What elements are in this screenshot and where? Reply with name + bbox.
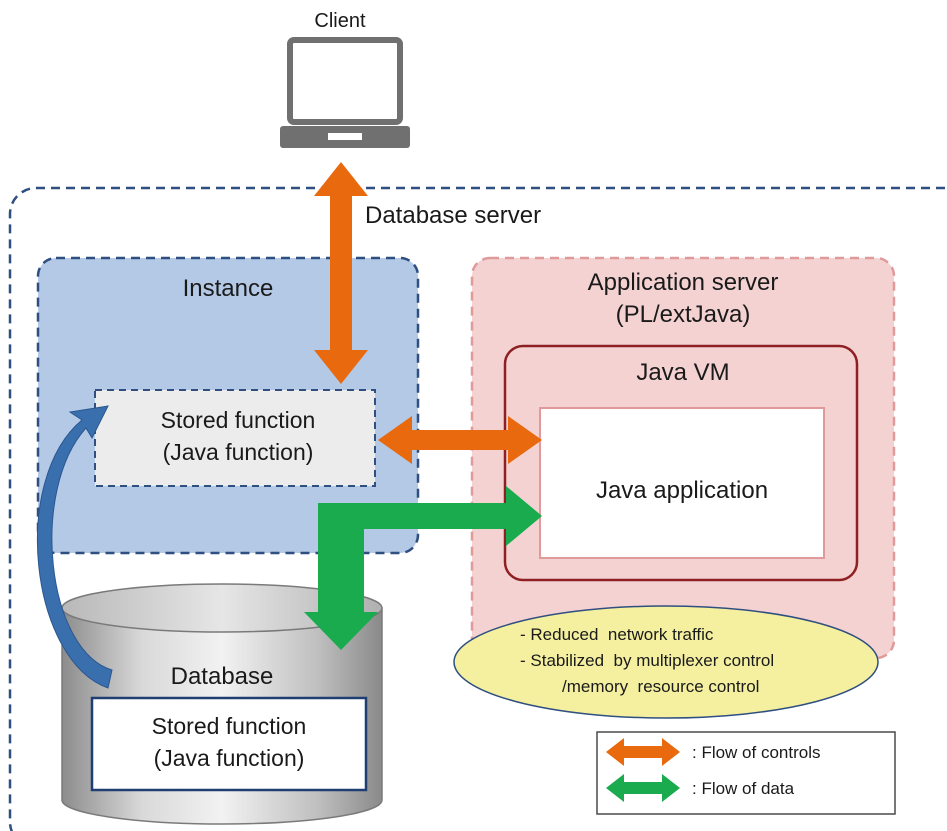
data-arrow — [304, 486, 542, 650]
legend-data-label: : Flow of data — [692, 779, 795, 798]
database-stored-function-line2: (Java function) — [154, 745, 305, 771]
instance-label: Instance — [183, 275, 274, 302]
benefit-memory-control: /memory resource control — [562, 677, 759, 696]
legend-box — [596, 731, 896, 815]
client-computer-icon — [280, 37, 410, 148]
application-server-label-line1: Application server — [588, 269, 779, 296]
database-server-frame — [8, 186, 947, 831]
benefits-callout — [453, 605, 879, 719]
client-label: Client — [314, 10, 366, 32]
database-label: Database — [171, 663, 274, 690]
benefit-reduced-traffic: - Reduced network traffic — [520, 625, 714, 644]
java-vm-label: Java VM — [636, 359, 729, 386]
load-function-curved-arrow — [36, 405, 113, 689]
application-server-label-line2: (PL/extJava) — [616, 301, 751, 328]
database-stored-function-box — [90, 696, 368, 792]
benefit-stabilized: - Stabilized by multiplexer control — [520, 651, 774, 670]
control-arrow-java-app — [378, 416, 542, 464]
database-stored-function-line1: Stored function — [152, 713, 307, 739]
legend-control-arrow — [606, 738, 680, 766]
java-application-label: Java application — [596, 477, 768, 504]
instance-stored-function-line2: (Java function) — [163, 439, 314, 465]
java-application-box — [539, 407, 825, 559]
control-arrow-client — [314, 162, 368, 384]
legend-data-arrow — [606, 774, 680, 802]
database-server-label: Database server — [365, 202, 541, 229]
instance-stored-function-line1: Stored function — [161, 407, 316, 433]
legend-control-label: : Flow of controls — [692, 743, 821, 762]
instance-stored-function-box — [94, 389, 376, 487]
